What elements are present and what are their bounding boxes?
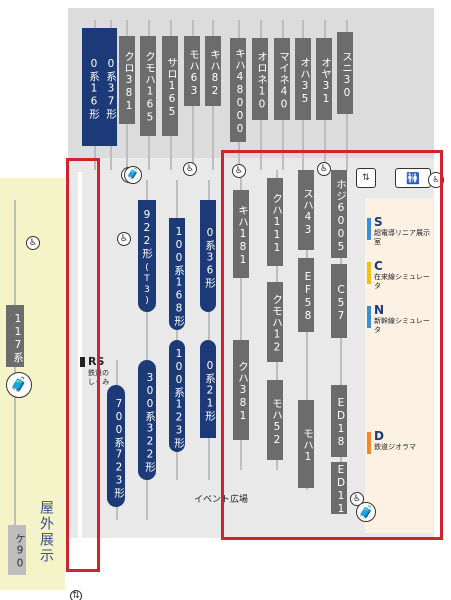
train-0kei21[interactable]: 0系21形 bbox=[200, 340, 216, 438]
train-suni30[interactable]: スニ30 bbox=[337, 32, 353, 114]
zone-c[interactable]: C 在来線シミュレータ bbox=[374, 260, 430, 291]
train-ed11[interactable]: ED11 bbox=[331, 462, 347, 516]
train-orone10[interactable]: オロネ10 bbox=[252, 38, 268, 120]
rail bbox=[340, 170, 342, 510]
zone-s[interactable]: S 超電導リニア展示室 bbox=[374, 216, 430, 247]
train-0kei36[interactable]: 0系36形 bbox=[200, 200, 216, 312]
accessible-icon: ♿ bbox=[232, 164, 246, 178]
train-922-sub: (T3) bbox=[142, 262, 152, 307]
rs-exhibit-label: RS bbox=[88, 355, 105, 368]
train-oyaa31[interactable]: オヤ31 bbox=[316, 38, 332, 120]
train-suha43[interactable]: スハ43 bbox=[298, 170, 314, 250]
zone-d-text: 鉄道ジオラマ bbox=[374, 443, 416, 451]
train-hoji6005[interactable]: ホジ6005 bbox=[331, 170, 347, 258]
zone-d[interactable]: D 鉄道ジオラマ bbox=[374, 430, 430, 452]
train-700kei723[interactable]: 700系723形 bbox=[107, 385, 125, 507]
train-kiha82[interactable]: キハ82 bbox=[205, 36, 221, 106]
train-kuha111[interactable]: クハ111 bbox=[267, 178, 283, 266]
zone-s-bar bbox=[367, 218, 371, 240]
train-oha35[interactable]: オハ35 bbox=[295, 38, 311, 120]
accessible-icon: ♿ bbox=[183, 162, 197, 176]
zone-n-bar bbox=[367, 306, 371, 328]
train-moha1[interactable]: モハ1 bbox=[298, 400, 314, 488]
rail bbox=[176, 180, 178, 480]
train-ke90[interactable]: ケ90 bbox=[8, 525, 26, 575]
train-moha63[interactable]: モハ63 bbox=[184, 36, 200, 106]
accessible-icon: ♿ bbox=[26, 236, 40, 250]
train-300kei322[interactable]: 300系322形 bbox=[138, 360, 156, 480]
train-ef58[interactable]: EF58 bbox=[298, 258, 314, 332]
rail bbox=[146, 180, 148, 520]
highlight-box-rs bbox=[66, 158, 100, 572]
rail bbox=[240, 170, 242, 470]
accessible-icon: ♿ bbox=[117, 232, 131, 246]
coin-locker-icon: 🧳 bbox=[356, 502, 376, 522]
zone-c-bar bbox=[367, 262, 371, 284]
train-c57[interactable]: C57 bbox=[331, 264, 347, 338]
train-saro165[interactable]: サロ165 bbox=[162, 36, 178, 136]
highlight-box-right bbox=[221, 150, 443, 540]
zone-n-text: 新幹線シミュレータ bbox=[374, 317, 430, 334]
zone-s-letter: S bbox=[374, 215, 383, 229]
train-kumoha12[interactable]: クモハ12 bbox=[267, 282, 283, 362]
coin-locker-icon: 🧳 bbox=[6, 372, 32, 398]
zone-n[interactable]: N 新幹線シミュレータ bbox=[374, 304, 430, 335]
train-kuha381[interactable]: クハ381 bbox=[233, 340, 249, 440]
rs-exhibit-marker[interactable] bbox=[80, 357, 85, 367]
zones-area bbox=[365, 198, 433, 533]
top-hall-wall bbox=[360, 8, 434, 148]
train-kumoha165[interactable]: クモハ165 bbox=[140, 36, 156, 136]
train-0kei16[interactable]: 0系16形 bbox=[82, 28, 100, 146]
zone-s-text: 超電導リニア展示室 bbox=[374, 229, 430, 246]
train-kiha181[interactable]: キハ181 bbox=[233, 190, 249, 278]
train-100kei123[interactable]: 100系123形 bbox=[169, 340, 185, 452]
outdoor-exhibit-label: 屋外展示 bbox=[38, 500, 54, 564]
train-922[interactable]: 922形 (T3) bbox=[138, 200, 156, 312]
restroom-icon: 🚻 bbox=[395, 168, 431, 188]
train-922-label: 922形 bbox=[141, 209, 153, 260]
train-maine40[interactable]: マイネ40 bbox=[274, 38, 290, 120]
zone-n-letter: N bbox=[374, 303, 385, 317]
elevator-icon: ⇅ bbox=[70, 590, 82, 600]
accessible-icon: ♿ bbox=[317, 162, 331, 176]
zone-c-text: 在来線シミュレータ bbox=[374, 273, 430, 290]
zone-d-bar bbox=[367, 432, 371, 454]
train-kuro381[interactable]: クロ381 bbox=[119, 36, 135, 124]
train-kiha48000[interactable]: キハ48000 bbox=[230, 38, 246, 142]
train-moha52[interactable]: モハ52 bbox=[267, 380, 283, 460]
zone-c-letter: C bbox=[374, 259, 383, 273]
rail bbox=[208, 180, 210, 480]
train-ed18[interactable]: ED18 bbox=[331, 385, 347, 457]
train-0kei37[interactable]: 0系37形 bbox=[99, 28, 117, 146]
coin-locker-icon: 🧳 bbox=[124, 166, 142, 184]
elevator-icon: ⇅ bbox=[356, 168, 376, 188]
zone-d-letter: D bbox=[374, 429, 384, 443]
train-100kei168[interactable]: 100系168形 bbox=[169, 218, 185, 330]
train-117kei[interactable]: 117系 bbox=[6, 305, 24, 367]
